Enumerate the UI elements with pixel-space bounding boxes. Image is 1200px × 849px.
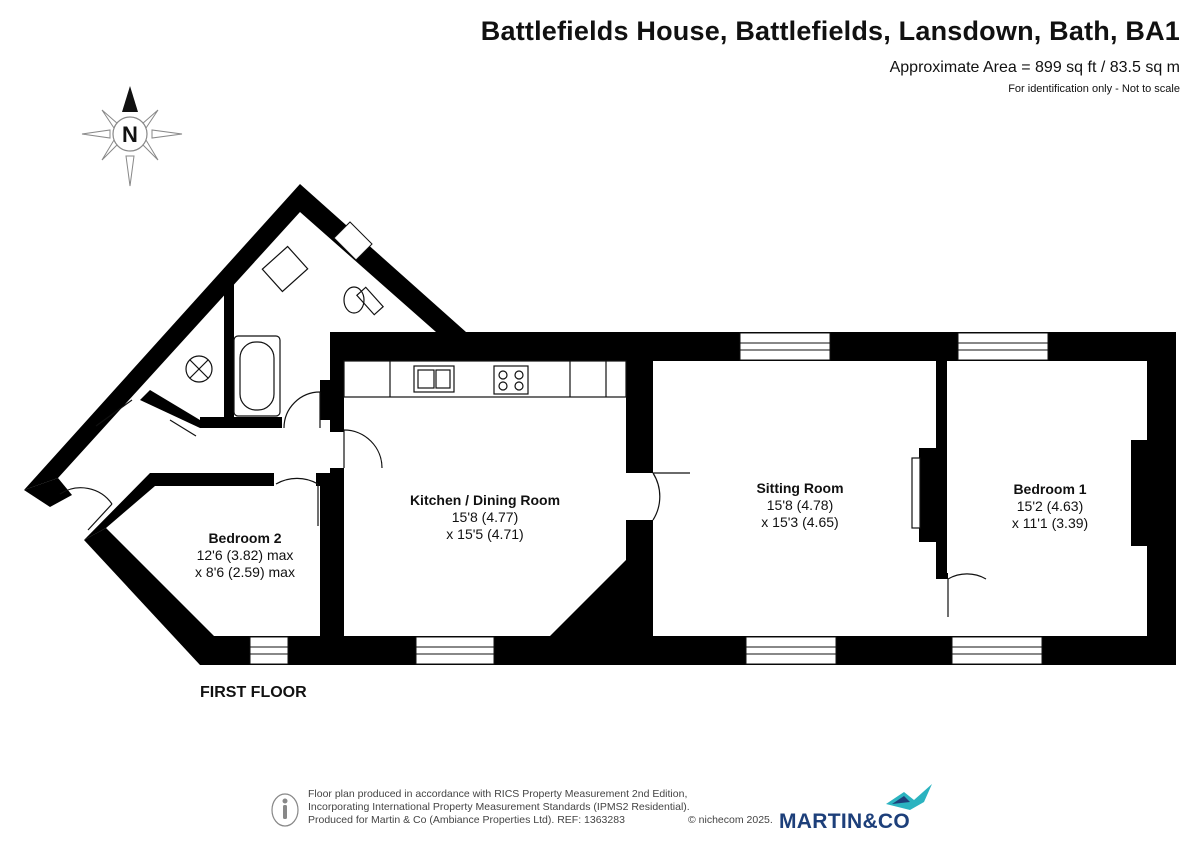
brand-logo-mark — [886, 784, 932, 810]
footer-line-3: Produced for Martin & Co (Ambiance Prope… — [308, 814, 625, 826]
footer-line-1: Floor plan produced in accordance with R… — [308, 788, 688, 800]
room-bedroom-1: Bedroom 1 15'2 (4.63) x 11'1 (3.39) — [970, 481, 1130, 532]
room-dimension-1: 12'6 (3.82) max — [196, 547, 294, 563]
room-dimension-1: 15'2 (4.63) — [1016, 498, 1084, 514]
room-name: Bedroom 2 — [208, 530, 282, 546]
room-dimension-2: x 8'6 (2.59) max — [195, 564, 295, 580]
room-kitchen-dining: Kitchen / Dining Room 15'8 (4.77) x 15'5… — [380, 492, 590, 543]
room-name: Bedroom 1 — [1013, 481, 1087, 497]
approximate-area: Approximate Area = 899 sq ft / 83.5 sq m — [889, 59, 1180, 76]
room-sitting: Sitting Room 15'8 (4.78) x 15'3 (4.65) — [700, 480, 900, 531]
fixtures — [185, 245, 921, 529]
windows — [249, 221, 1049, 665]
scale-disclaimer: For identification only - Not to scale — [1008, 83, 1180, 95]
room-name: Sitting Room — [756, 480, 844, 496]
walls — [24, 184, 1176, 665]
room-dimension-2: x 15'3 (4.65) — [761, 514, 839, 530]
copyright-notice: © nichecom 2025. — [688, 814, 773, 826]
room-dimension-2: x 15'5 (4.71) — [446, 526, 524, 542]
room-dimension-1: 15'8 (4.78) — [766, 497, 834, 513]
compass-icon — [81, 86, 183, 187]
compass-north-label: N — [122, 122, 138, 147]
property-title: Battlefields House, Battlefields, Lansdo… — [480, 16, 1180, 46]
footer-line-2: Incorporating International Property Mea… — [308, 801, 690, 813]
floor-label: FIRST FLOOR — [200, 684, 307, 701]
room-bedroom-2: Bedroom 2 12'6 (3.82) max x 8'6 (2.59) m… — [160, 530, 330, 581]
person-icon — [271, 793, 299, 827]
room-dimension-1: 15'8 (4.77) — [451, 509, 519, 525]
room-dimension-2: x 11'1 (3.39) — [1011, 515, 1089, 531]
brand-logo: MARTIN&CO — [779, 810, 911, 833]
footer-disclaimer: Floor plan produced in accordance with R… — [308, 788, 690, 827]
doors — [59, 391, 987, 617]
room-name: Kitchen / Dining Room — [409, 492, 561, 508]
compass-rose: N — [81, 86, 183, 187]
